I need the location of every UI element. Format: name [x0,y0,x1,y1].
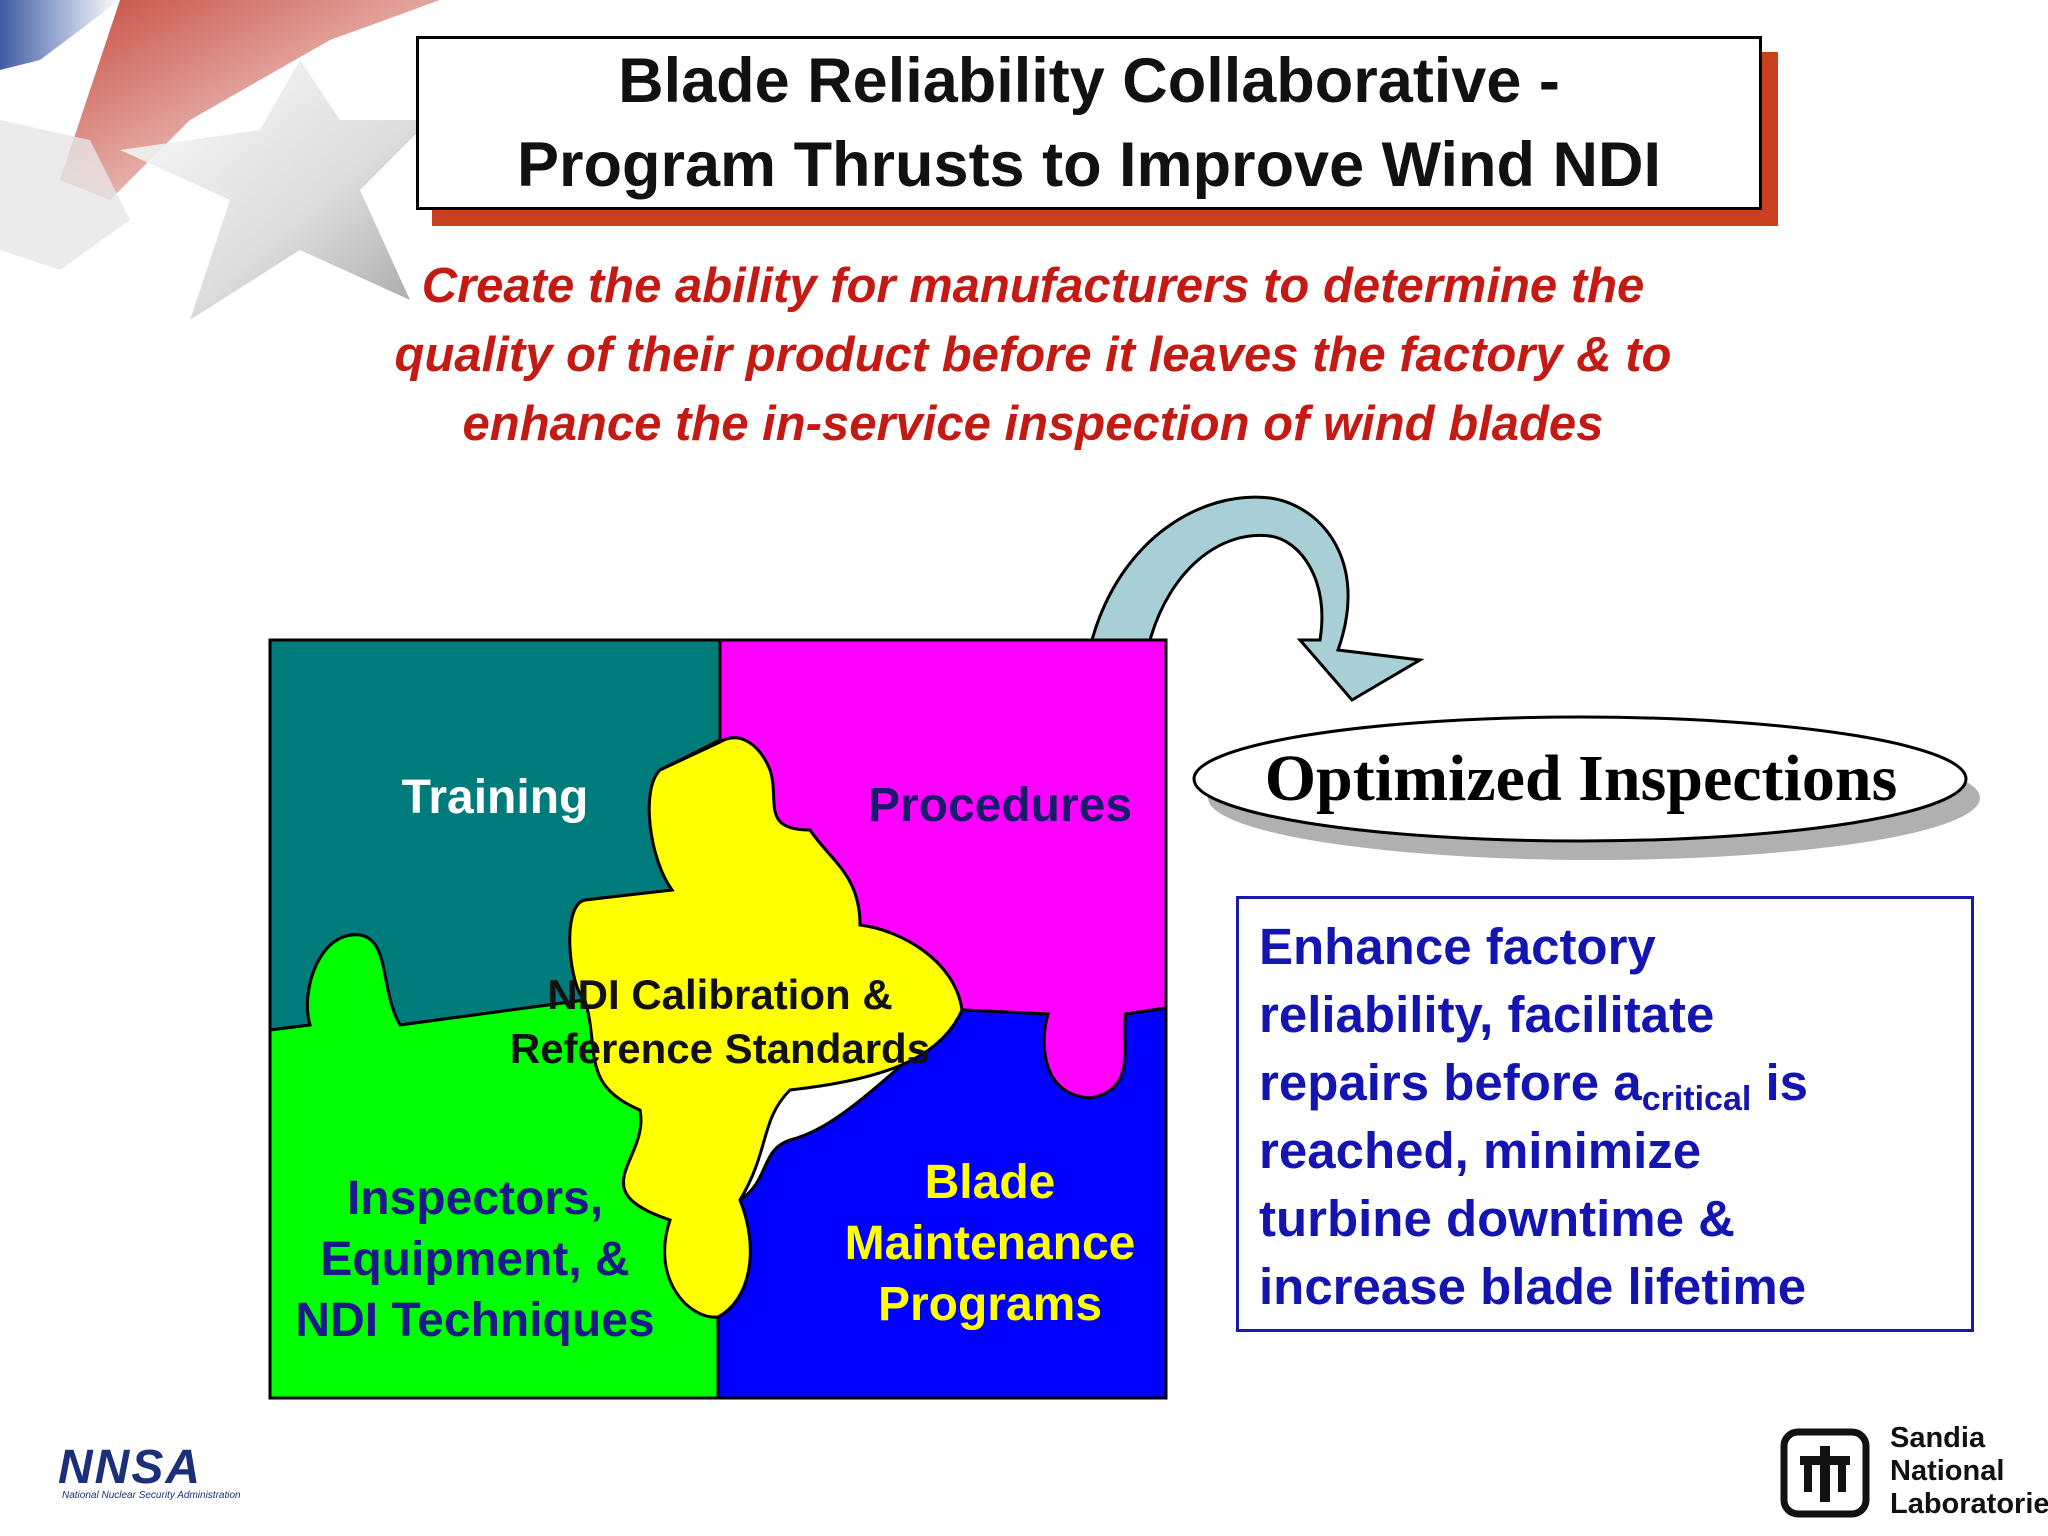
inspectors-label-line-1: Inspectors, [346,1172,604,1225]
sandia-wordmark-line-3: Laboratories [1890,1488,2048,1520]
center-label-line-1: NDI Calibration & [547,971,893,1018]
benefits-line-6: increase blade lifetime [1259,1258,1807,1315]
inspectors-label: Inspectors, Equipment, & NDI Techniques [270,1168,680,1351]
procedures-label: Procedures [867,779,1133,832]
benefits-line-1: Enhance factory [1259,918,1656,975]
benefits-line-5: turbine downtime & [1259,1190,1735,1247]
sandia-logo: Sandia National Laboratories [1780,1420,2048,1530]
nnsa-logo: NNSA National Nuclear Security Administr… [58,1440,258,1501]
sandia-wordmark-line-1: Sandia [1890,1422,1986,1454]
benefits-line-4: reached, minimize [1259,1122,1702,1179]
benefits-line-3: repairs before acritical is [1259,1049,1951,1117]
center-label: NDI Calibration & Reference Standards [480,968,960,1076]
sandia-thunderbird-icon [1780,1428,1870,1518]
mission-statement: Create the ability for manufacturers to … [240,252,1826,459]
inspectors-label-line-3: NDI Techniques [295,1294,655,1347]
nnsa-subtitle: National Nuclear Security Administration [62,1490,241,1501]
center-label-line-2: Reference Standards [509,1025,931,1072]
title-line-1: Blade Reliability Collaborative - [618,46,1560,116]
benefits-box: Enhance factory reliability, facilitate … [1236,896,1974,1332]
maintenance-label: Blade Maintenance Programs [820,1152,1160,1335]
critical-subscript: critical [1641,1080,1752,1118]
title-box: Blade Reliability Collaborative - Progra… [416,36,1762,210]
curved-arrow-icon [1090,495,1425,702]
mission-line-2: quality of their product before it leave… [394,328,1672,382]
nnsa-wordmark: NNSA [58,1441,203,1494]
title-line-2: Program Thrusts to Improve Wind NDI [516,130,1662,200]
benefits-line-2: reliability, facilitate [1259,986,1715,1043]
inspectors-label-line-2: Equipment, & [320,1233,630,1286]
benefits-line-3-post: is [1751,1054,1809,1111]
center-piece [568,736,964,1319]
maintenance-label-line-2: Maintenance [844,1217,1136,1270]
mission-line-1: Create the ability for manufacturers to … [421,259,1645,313]
maintenance-label-line-3: Programs [877,1278,1103,1331]
mission-line-3: enhance the in-service inspection of win… [462,397,1604,451]
sandia-wordmark-line-2: National [1890,1455,2005,1487]
benefits-line-3-pre: repairs before a [1259,1054,1642,1111]
optimized-ellipse [1192,715,1968,843]
training-label: Training [401,771,589,824]
puzzle-frame [268,638,1168,1400]
maintenance-label-line-1: Blade [924,1156,1056,1209]
sandia-wordmark: Sandia National Laboratories [1890,1422,2048,1521]
optimized-inspections-label: Optimized Inspections [1264,742,1898,815]
